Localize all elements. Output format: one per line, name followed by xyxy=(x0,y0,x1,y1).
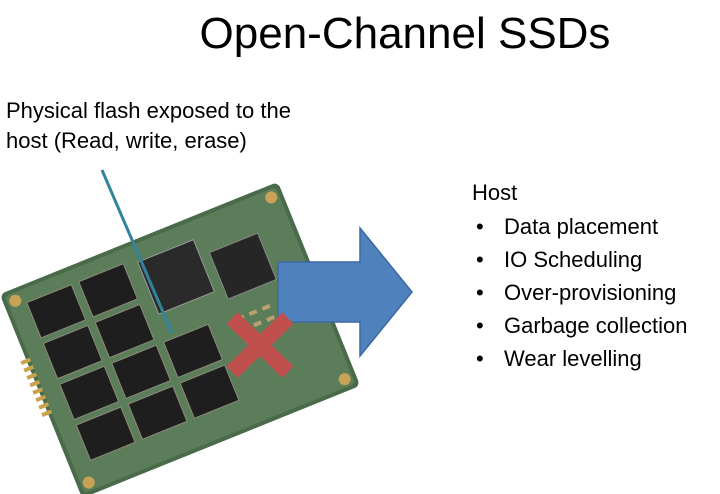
flash-chip-grid xyxy=(26,263,240,461)
flash-chip xyxy=(94,303,155,359)
list-item-label: Over-provisioning xyxy=(504,280,677,305)
list-item: • IO Scheduling xyxy=(472,243,687,276)
flash-caption: Physical flash exposed to the host (Read… xyxy=(6,96,336,156)
pointer-line xyxy=(100,169,174,334)
flash-chip xyxy=(26,284,87,339)
red-cross-icon xyxy=(226,312,294,378)
list-item-label: Data placement xyxy=(504,214,659,239)
bullet: • xyxy=(476,346,484,371)
list-item: • Over-provisioning xyxy=(472,276,687,309)
list-item: • Wear levelling xyxy=(472,342,687,375)
caption-line-2: host (Read, write, erase) xyxy=(6,128,247,153)
list-item-label: Garbage collection xyxy=(504,313,688,338)
host-heading: Host xyxy=(472,180,518,205)
list-item: • Garbage collection xyxy=(472,309,687,342)
flash-chip xyxy=(59,365,120,421)
bullet: • xyxy=(476,247,484,272)
flash-chip xyxy=(75,406,136,461)
mount-hole xyxy=(82,476,95,489)
flash-chip xyxy=(111,344,172,400)
bullet: • xyxy=(476,280,484,305)
flash-chip xyxy=(179,364,240,419)
mount-hole xyxy=(9,294,22,307)
dram-chip xyxy=(208,232,278,300)
ssd-board-image xyxy=(1,183,359,494)
bullet: • xyxy=(476,214,484,239)
host-responsibility-list: • Data placement • IO Scheduling • Over-pro… xyxy=(472,210,687,375)
list-item: • Data placement xyxy=(472,210,687,243)
mount-hole xyxy=(338,373,351,386)
flash-chip xyxy=(78,263,139,318)
flash-chip xyxy=(163,323,224,379)
flash-chip xyxy=(127,385,188,440)
bullet: • xyxy=(476,313,484,338)
mount-hole xyxy=(265,191,278,204)
slide-title: Open-Channel SSDs xyxy=(199,9,611,58)
list-item-label: Wear levelling xyxy=(504,346,642,371)
list-item-label: IO Scheduling xyxy=(504,247,643,272)
caption-line-1: Physical flash exposed to the xyxy=(6,98,291,123)
flash-chip xyxy=(42,324,103,380)
